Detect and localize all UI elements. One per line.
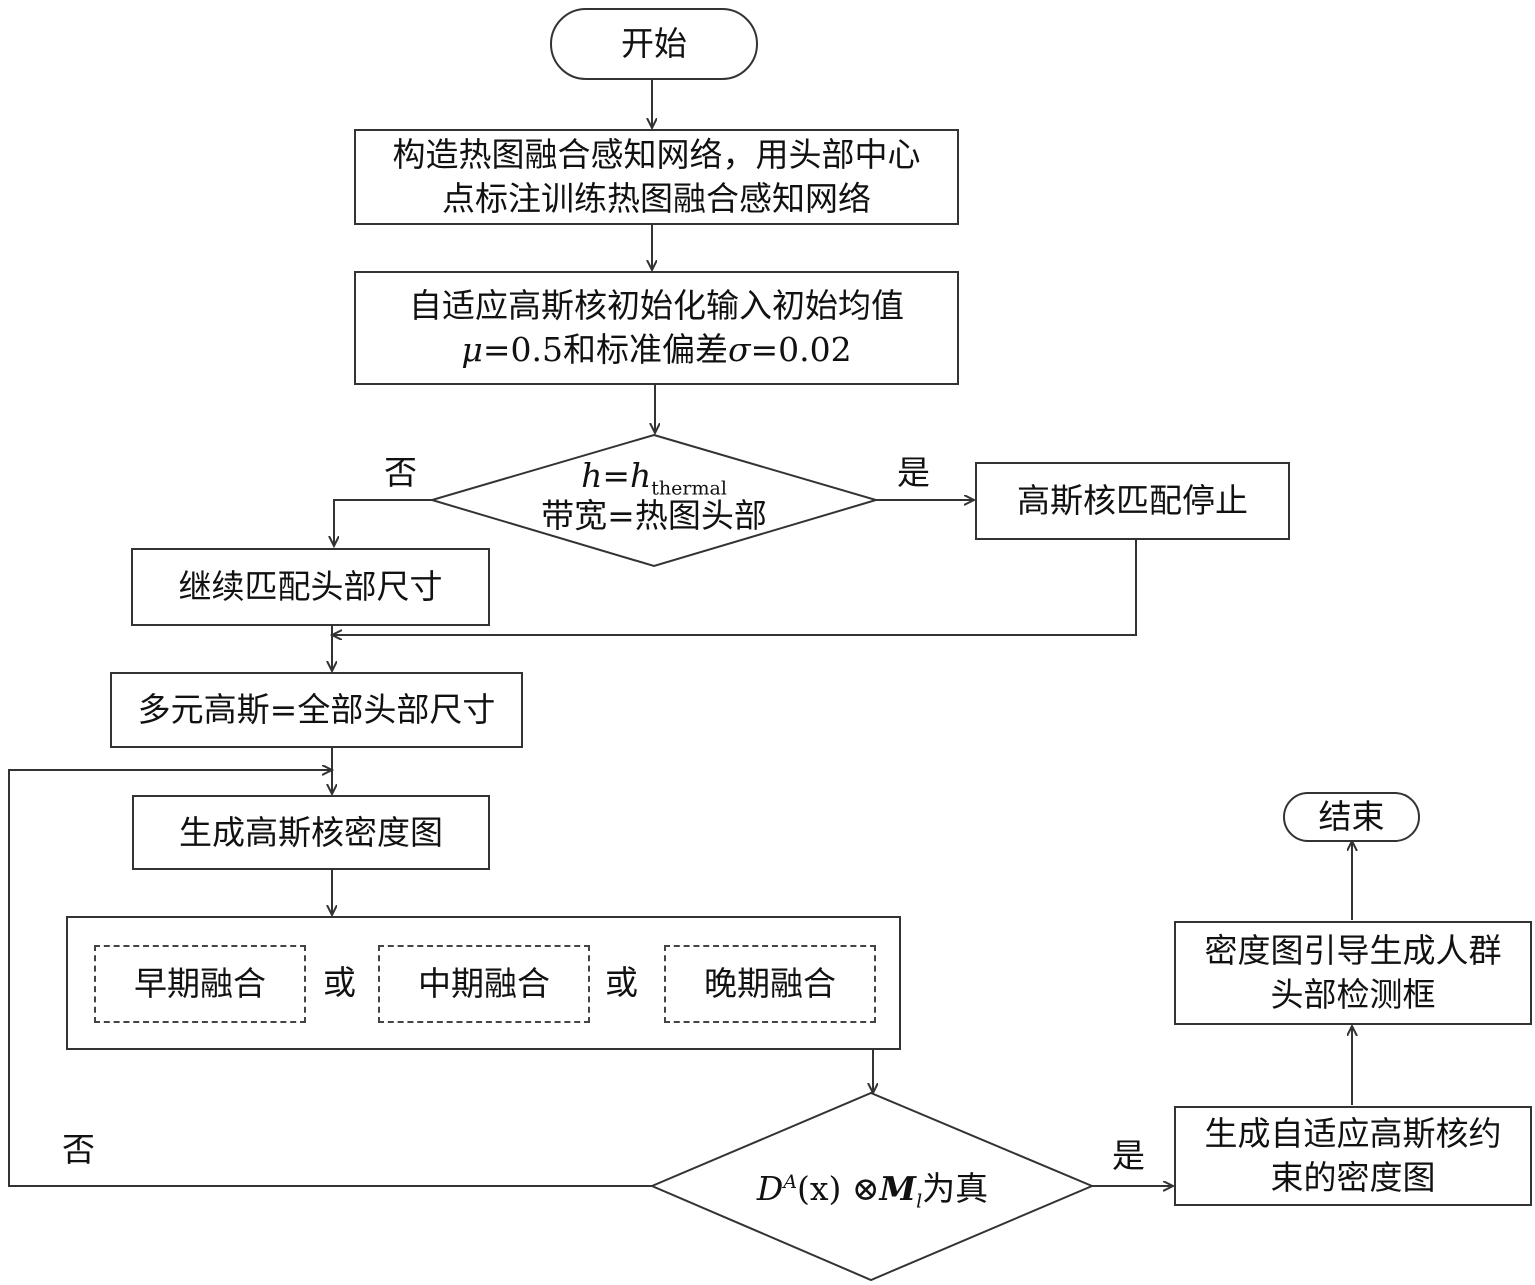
decision1-diamond <box>428 433 880 568</box>
decision2-no-label: 否 <box>62 1130 95 1169</box>
arrow-decision2-no-loop <box>8 770 652 1187</box>
init-kernel-val: =0.02 <box>750 330 852 369</box>
line-match-stop-merge <box>332 539 1137 635</box>
multi-gauss-label: 多元高斯=全部头部尺寸 <box>137 690 496 729</box>
end-label: 结束 <box>1318 797 1385 836</box>
build-network-line-2: 点标注训练热图融合感知网络 <box>442 179 871 218</box>
decision2-diamond <box>649 1091 1095 1282</box>
fusion-or-2: 或 <box>605 963 638 1002</box>
build-network-box: 构造热图融合感知网络，用头部中心 点标注训练热图融合感知网络 <box>354 129 959 225</box>
fusion-mid-label: 中期融合 <box>418 964 550 1003</box>
decision1-yes-label: 是 <box>897 453 930 492</box>
thermal-subscript: thermal <box>651 477 727 500</box>
fusion-late-box: 晚期融合 <box>664 945 876 1023</box>
mu-symbol: μ <box>461 330 483 369</box>
fusion-mid-box: 中期融合 <box>378 945 590 1023</box>
decision1-no-label: 否 <box>384 453 417 492</box>
guide-boxes-box: 密度图引导生成人群 头部检测框 <box>1174 921 1532 1025</box>
gen-density-label: 生成高斯核密度图 <box>179 812 443 852</box>
end-terminal: 结束 <box>1283 792 1420 842</box>
build-network-line-1: 构造热图融合感知网络，用头部中心 <box>392 135 921 174</box>
decision1-line-2: 带宽=热图头部 <box>541 496 767 535</box>
init-kernel-line-2: μ=0.5和标准偏差σ=0.02 <box>461 330 851 369</box>
fusion-late-label: 晚期融合 <box>704 964 836 1003</box>
gen-constrained-box: 生成自适应高斯核约 束的密度图 <box>1174 1106 1532 1206</box>
gen-constrained-line-1: 生成自适应高斯核约 <box>1204 1114 1502 1153</box>
sigma-symbol: σ <box>727 330 751 369</box>
gen-density-box: 生成高斯核密度图 <box>132 795 490 870</box>
gen-constrained-line-2: 束的密度图 <box>1270 1158 1436 1197</box>
fusion-early-label: 早期融合 <box>134 964 266 1003</box>
match-stop-label: 高斯核匹配停止 <box>1017 481 1248 520</box>
init-kernel-line-1: 自适应高斯核初始化输入初始均值 <box>409 286 904 325</box>
match-stop-box: 高斯核匹配停止 <box>975 462 1290 540</box>
multi-gauss-box: 多元高斯=全部头部尺寸 <box>110 672 523 748</box>
guide-boxes-line-1: 密度图引导生成人群 <box>1204 931 1502 970</box>
decision2-label: DA(x) ⊗Ml为真 <box>756 1169 989 1213</box>
fusion-early-box: 早期融合 <box>94 945 306 1023</box>
init-kernel-box: 自适应高斯核初始化输入初始均值 μ=0.5和标准偏差σ=0.02 <box>354 271 959 385</box>
fusion-or-1: 或 <box>323 963 356 1002</box>
decision1-line-1: h=hthermal <box>581 456 727 500</box>
init-kernel-mid: =0.5和标准偏差 <box>482 330 728 369</box>
start-label: 开始 <box>621 24 687 63</box>
arrow-decision1-no <box>334 499 432 546</box>
guide-boxes-line-2: 头部检测框 <box>1270 975 1436 1014</box>
start-terminal: 开始 <box>550 8 758 80</box>
decision2-yes-label: 是 <box>1112 1136 1145 1175</box>
continue-match-label: 继续匹配头部尺寸 <box>178 567 443 606</box>
continue-match-box: 继续匹配头部尺寸 <box>131 548 490 626</box>
